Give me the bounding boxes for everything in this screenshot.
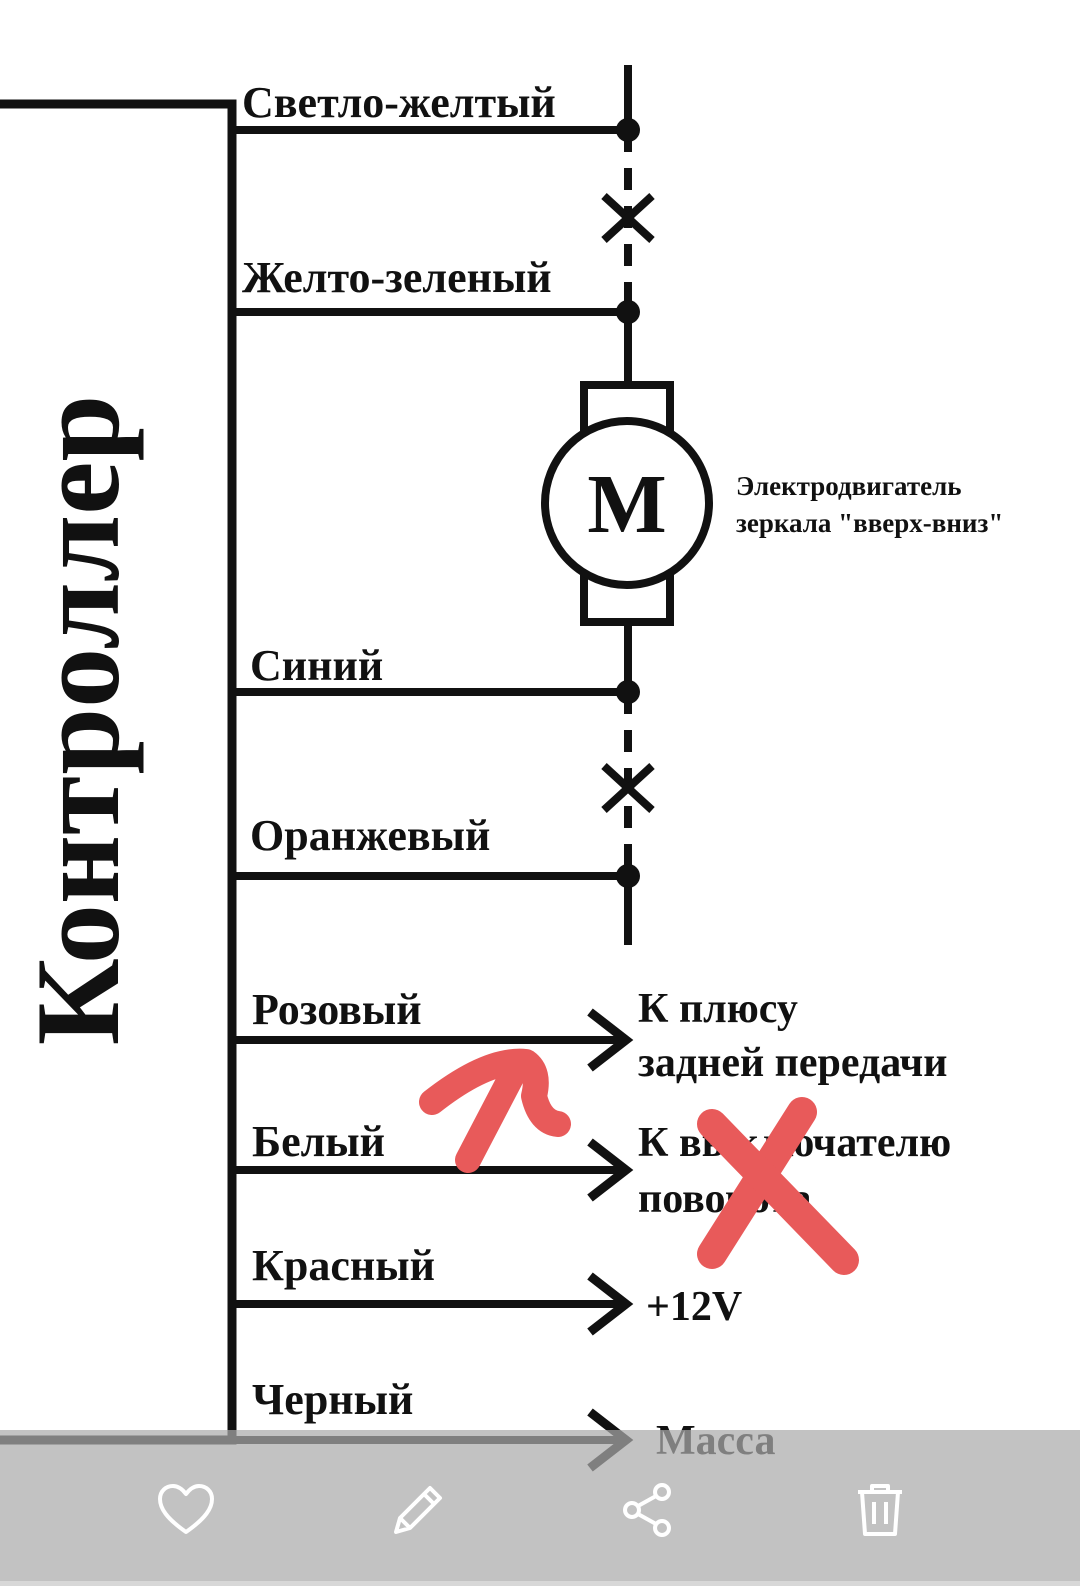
like-button[interactable] xyxy=(148,1472,224,1548)
arrowhead-icon xyxy=(587,1272,634,1336)
cross-mark xyxy=(697,1097,859,1275)
junction-dot xyxy=(616,864,640,888)
share-button[interactable] xyxy=(610,1472,686,1548)
pencil-icon xyxy=(394,1486,442,1534)
wire-pink: Розовый К плюсу задней передачи xyxy=(232,985,947,1086)
junction-dot xyxy=(616,300,640,324)
nav-bar-divider xyxy=(0,1581,1080,1586)
junction-dot xyxy=(616,118,640,142)
wire-yellow-green: Желто-зеленый xyxy=(232,253,640,324)
wire-white: Белый К выключателю поворота xyxy=(232,1117,951,1222)
wire-red: Красный +12V xyxy=(232,1241,742,1336)
arrow-mark xyxy=(419,1048,571,1173)
wire-label: Светло-желтый xyxy=(242,78,556,127)
wire-destination-line-2: задней передачи xyxy=(638,1040,947,1086)
trash-icon xyxy=(858,1484,902,1536)
wire-blue: Синий xyxy=(232,641,640,704)
wire-label: Черный xyxy=(252,1375,413,1424)
wire-destination-line-1: К плюсу xyxy=(638,986,798,1032)
wire-orange: Оранжевый xyxy=(232,811,640,888)
share-icon xyxy=(623,1483,671,1537)
junction-dot xyxy=(616,680,640,704)
cut-mark-upper-icon xyxy=(601,193,655,243)
wire-label: Синий xyxy=(250,641,383,690)
wire-label: Белый xyxy=(252,1117,385,1166)
heart-icon xyxy=(158,1484,214,1534)
motor-caption-line-2: зеркала "вверх-вниз" xyxy=(736,508,1003,538)
motor-caption-line-1: Электродвигатель xyxy=(736,471,962,501)
image-action-toolbar xyxy=(0,1430,1080,1586)
wire-light-yellow: Светло-желтый xyxy=(232,78,640,142)
wire-label: Оранжевый xyxy=(250,811,490,860)
edit-button[interactable] xyxy=(380,1472,456,1548)
motor-letter: M xyxy=(587,458,666,551)
wire-label: Желто-зеленый xyxy=(242,253,552,302)
wire-label: Розовый xyxy=(252,985,422,1034)
motor-circle xyxy=(541,417,713,589)
arrowhead-icon xyxy=(587,1138,634,1202)
wire-destination-line-1: +12V xyxy=(646,1284,742,1330)
cut-mark-lower-icon xyxy=(601,763,655,813)
wire-label: Красный xyxy=(252,1241,435,1290)
delete-button[interactable] xyxy=(842,1472,918,1548)
arrowhead-icon xyxy=(587,1008,634,1072)
controller-label: Контроллер xyxy=(11,395,144,1045)
